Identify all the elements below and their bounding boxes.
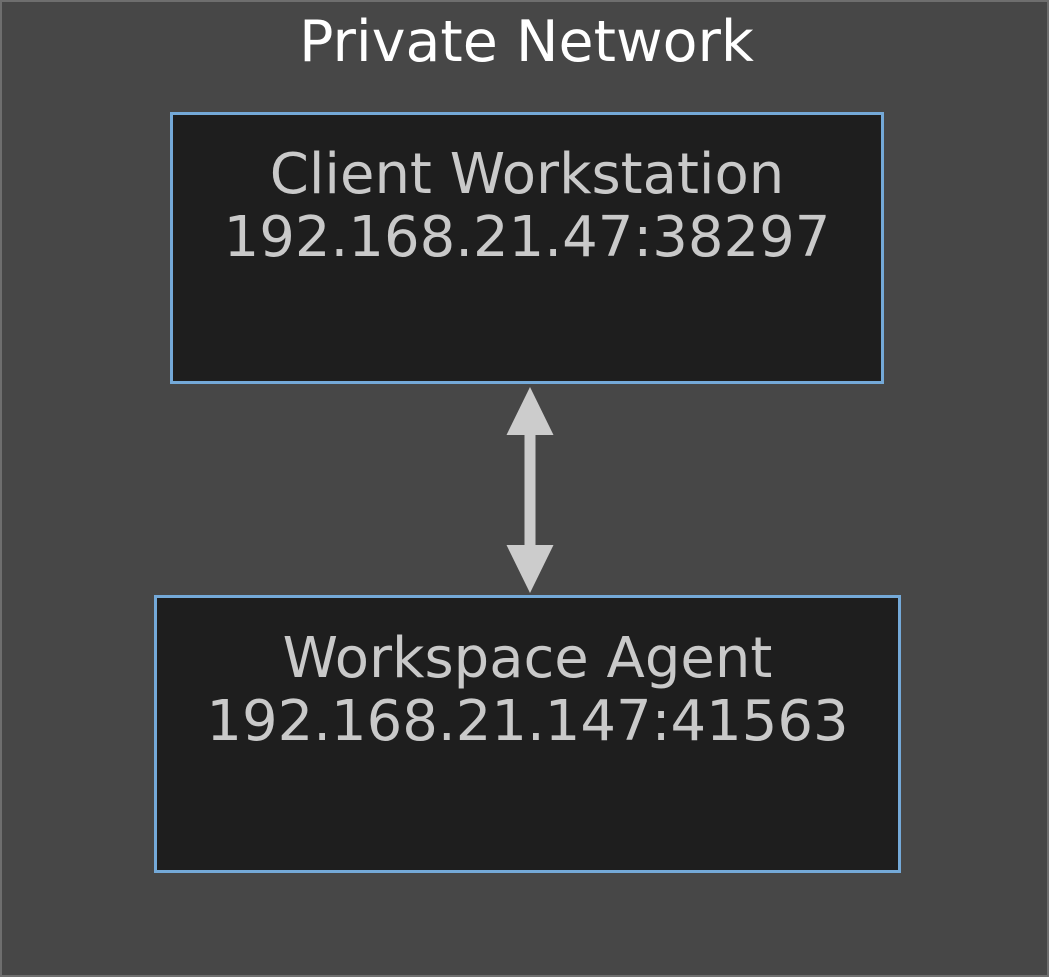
arrow-head-down bbox=[506, 545, 554, 593]
node-workspace-agent[interactable]: Workspace Agent 192.168.21.147:41563 bbox=[154, 595, 901, 873]
node-workspace-agent-address: 192.168.21.147:41563 bbox=[206, 689, 849, 754]
node-client-workstation-name: Client Workstation bbox=[269, 142, 785, 207]
arrow-shaft bbox=[524, 432, 536, 548]
bidirectional-arrow-icon bbox=[496, 382, 564, 598]
page-title: Private Network bbox=[299, 9, 754, 75]
arrow-head-up bbox=[506, 387, 554, 435]
node-client-workstation[interactable]: Client Workstation 192.168.21.47:38297 bbox=[170, 112, 884, 384]
node-workspace-agent-name: Workspace Agent bbox=[282, 626, 773, 691]
node-client-workstation-address: 192.168.21.47:38297 bbox=[223, 205, 831, 270]
